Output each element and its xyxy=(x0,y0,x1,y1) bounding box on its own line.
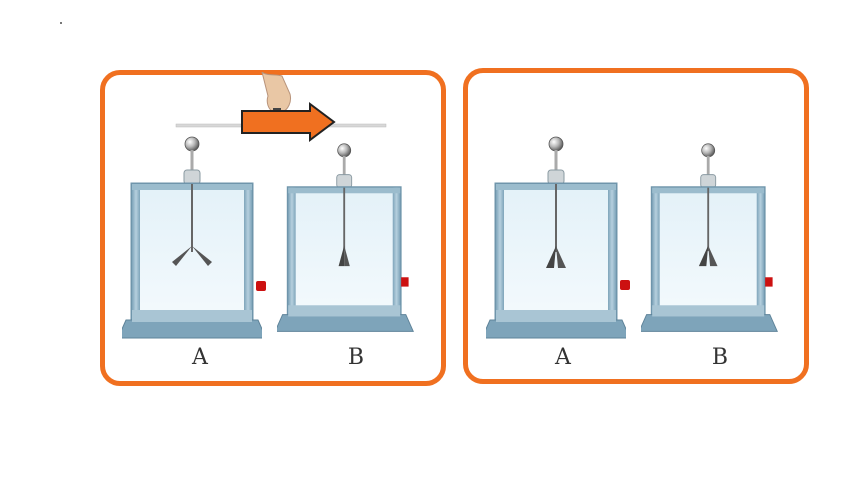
knob-a-right xyxy=(620,280,630,290)
label-a-right: A xyxy=(555,345,571,370)
electroscope-b-right xyxy=(641,143,778,332)
label-a-left: A xyxy=(192,345,208,370)
left-panel xyxy=(100,70,446,386)
knob-a-left xyxy=(256,281,266,291)
stray-dot xyxy=(60,22,62,24)
arrow-right-icon xyxy=(241,102,336,142)
label-b-left: B xyxy=(347,345,365,370)
electroscope-a-right xyxy=(486,136,626,339)
right-panel xyxy=(463,68,809,384)
label-b-right: B xyxy=(711,345,729,370)
charged-rod-group xyxy=(175,72,387,142)
electroscope-a-left xyxy=(122,136,262,339)
electroscope-b-left xyxy=(277,143,414,332)
